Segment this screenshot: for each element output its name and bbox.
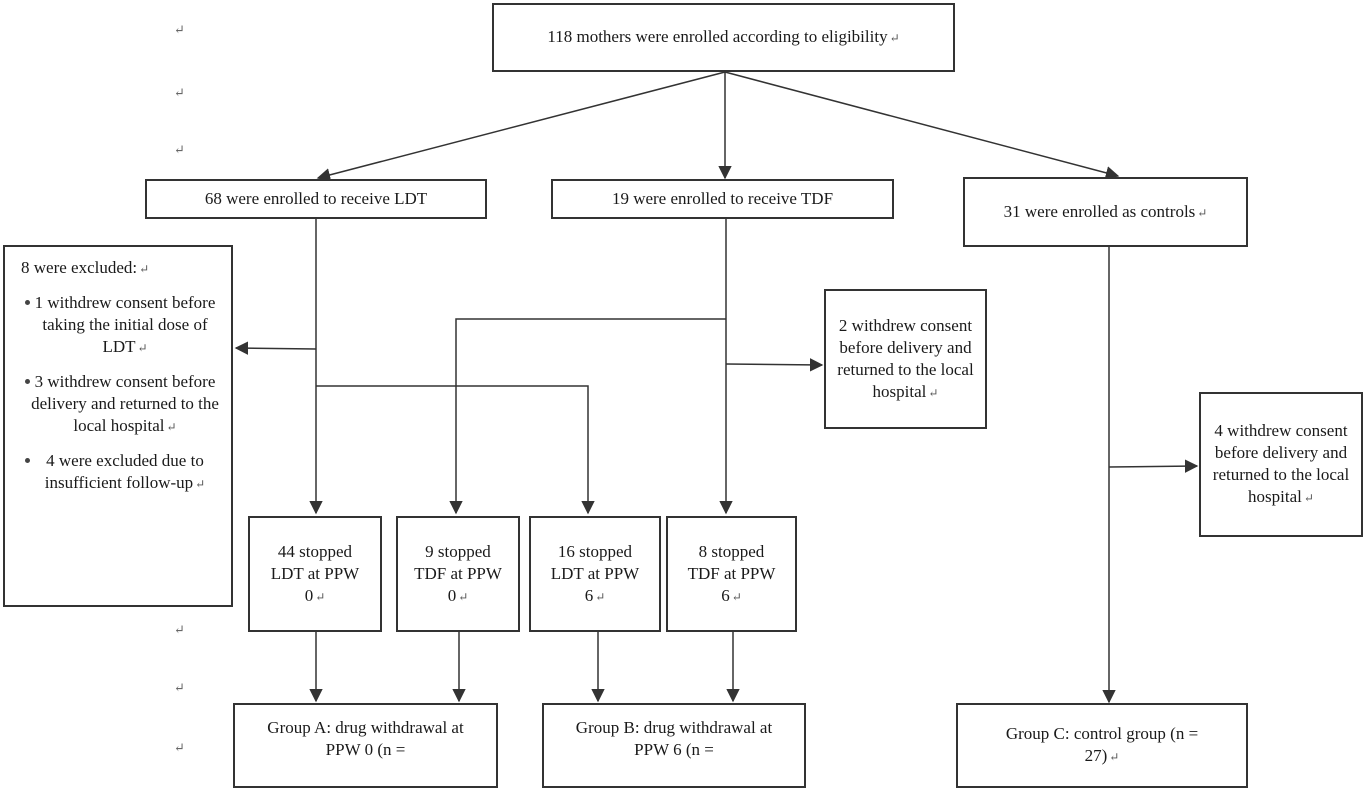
group-a-text: Group A: drug withdrawal at PPW 0 (n = [267,718,464,759]
return-mark: ↵ [731,589,742,604]
return-mark: ↵ [889,31,900,45]
enrolled-text: 118 mothers were enrolled according to e… [547,27,888,46]
stopped-box-ldt-ppw0: 44 stopped LDT at PPW 0↵ [248,516,382,632]
excluded-item-text: 4 were excluded due to insufficient foll… [44,451,204,492]
bullet-icon [25,379,30,384]
tdf-to-9-stopped [449,318,726,515]
tdf-text: 19 were enrolled to receive TDF [611,189,834,208]
group-b-box: Group B: drug withdrawal at PPW 6 (n = [542,703,806,788]
group-c-box: Group C: control group (n = 27)↵ [956,703,1248,788]
arrow-to-tdf-withdrew [725,358,824,372]
arrow-to-control-withdrew [1108,459,1199,473]
tdf-box: 19 were enrolled to receive TDF [551,179,894,219]
stopped-text: 9 stopped TDF at PPW 0 [414,541,502,605]
arrow-to-ldt [316,71,726,182]
stopped-text: 16 stopped LDT at PPW 6 [550,541,640,605]
group-a-box: Group A: drug withdrawal at PPW 0 (n = [233,703,498,788]
excluded-item: 3 withdrew consent before delivery and r… [13,371,223,438]
return-mark: ↵ [174,22,185,37]
return-mark: ↵ [174,680,185,695]
return-mark: ↵ [174,85,185,100]
return-mark: ↵ [928,385,939,400]
controls-box: 31 were enrolled as controls↵ [963,177,1248,247]
controls-text: 31 were enrolled as controls [1003,201,1196,221]
return-mark: ↵ [195,477,206,491]
stopped-text: 8 stopped TDF at PPW 6 [687,541,776,605]
ldt-box: 68 were enrolled to receive LDT [145,179,487,219]
excluded-title: 8 were excluded: [21,258,138,277]
return-mark: ↵ [1303,491,1314,505]
group-c-text: Group C: control group (n = 27) [1005,724,1199,765]
control-withdrew-box: 4 withdrew consent before delivery and r… [1199,392,1363,537]
stopped-box-tdf-ppw0: 9 stopped TDF at PPW 0↵ [396,516,520,632]
excluded-item-text: 3 withdrew consent before delivery and r… [31,372,219,435]
excluded-item-text: 1 withdrew consent before taking the ini… [34,293,216,356]
return-mark: ↵ [139,262,150,276]
bullet-icon [25,458,30,463]
return-mark: ↵ [174,622,185,637]
group-b-text: Group B: drug withdrawal at PPW 6 (n = [575,718,773,759]
return-mark: ↵ [174,142,185,157]
tdf-withdrew-text: 2 withdrew consent before delivery and r… [837,315,974,401]
return-mark: ↵ [595,589,606,604]
excluded-item: 1 withdrew consent before taking the ini… [13,292,223,359]
ldt-to-16-stopped [316,385,595,515]
enrolled-box: 118 mothers were enrolled according to e… [492,3,955,72]
return-mark: ↵ [174,740,185,755]
excluded-box: 8 were excluded:↵ 1 withdrew consent bef… [3,245,233,607]
bullet-icon [25,300,30,305]
return-mark: ↵ [458,589,469,604]
arrow-to-excluded [234,341,317,355]
return-mark: ↵ [1197,205,1208,220]
stopped-box-tdf-ppw6: 8 stopped TDF at PPW 6↵ [666,516,797,632]
excluded-item: 4 were excluded due to insufficient foll… [13,450,223,495]
return-mark: ↵ [166,420,177,434]
return-mark: ↵ [315,589,326,604]
return-mark: ↵ [137,341,148,355]
stopped-box-ldt-ppw6: 16 stopped LDT at PPW 6↵ [529,516,661,632]
ldt-text: 68 were enrolled to receive LDT [204,189,428,208]
stopped-text: 44 stopped LDT at PPW 0 [270,541,360,605]
return-mark: ↵ [1109,750,1120,764]
tdf-withdrew-box: 2 withdrew consent before delivery and r… [824,289,987,429]
control-withdrew-text: 4 withdrew consent before delivery and r… [1212,421,1350,506]
arrow-to-controls [724,71,1120,180]
